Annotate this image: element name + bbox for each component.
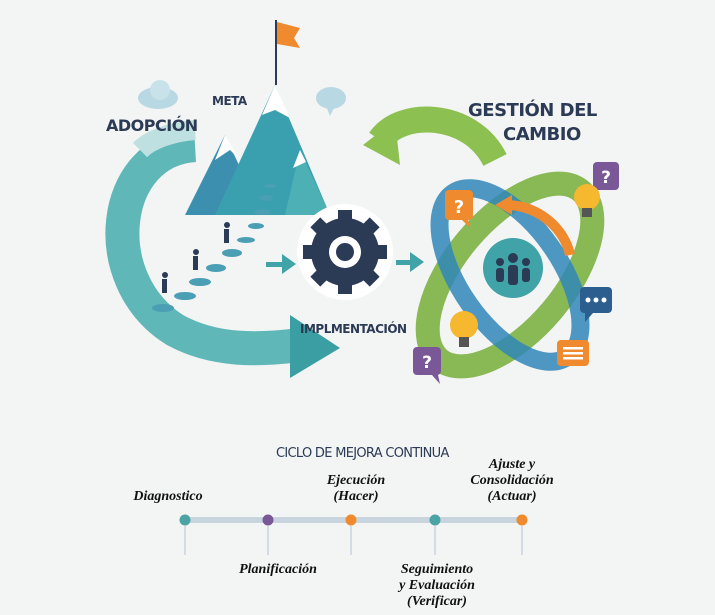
timeline-step-line: Ejecución	[326, 473, 386, 488]
timeline-step-line: Diagnostico	[133, 489, 203, 504]
timeline-step-line: Consolidación	[470, 473, 554, 488]
cloud-icon	[138, 80, 178, 109]
svg-text:?: ?	[601, 168, 611, 188]
chat-cloud-icon	[316, 87, 346, 116]
timeline-step-label: Planificación	[239, 562, 317, 578]
timeline-step-line: y Evaluación	[399, 578, 475, 593]
message-icon	[557, 340, 589, 366]
timeline-dot	[429, 514, 441, 526]
timeline-step-line: (Actuar)	[487, 489, 537, 504]
lightbulb-icon	[574, 184, 600, 217]
people-icon	[496, 253, 530, 285]
arrow-right-icon	[396, 252, 424, 272]
stepping-stones	[152, 184, 276, 312]
timeline-step-line: (Verificar)	[407, 594, 467, 609]
timeline-step-line: Planificación	[239, 562, 317, 577]
timeline-dot	[516, 514, 528, 526]
question-bubble-icon: ?	[445, 190, 473, 228]
mountain-icon	[185, 85, 330, 215]
question-bubble-icon: ?	[593, 162, 619, 190]
implementacion-label: IMPLMENTACIÓN	[300, 322, 407, 336]
meta-label: META	[212, 94, 247, 108]
svg-text:?: ?	[454, 197, 464, 218]
gestion-label-line1: GESTIÓN DEL	[468, 100, 597, 121]
gestion-label-line2: CAMBIO	[503, 124, 581, 145]
timeline-step-line: (Hacer)	[333, 489, 379, 504]
timeline-step-label: Ejecución(Hacer)	[327, 473, 385, 505]
climber-icon	[162, 222, 230, 293]
timeline-dot	[345, 514, 357, 526]
timeline-dot	[262, 514, 274, 526]
timeline-step-label: Diagnostico	[133, 489, 202, 505]
timeline-title: CICLO DE MEJORA CONTINUA	[276, 446, 449, 461]
chat-bubble-icon	[580, 287, 612, 322]
timeline-dot	[179, 514, 191, 526]
question-bubble-icon: ?	[413, 347, 441, 384]
flag-icon	[275, 20, 300, 85]
timeline-step-line: Ajuste y	[488, 457, 536, 472]
gear-icon	[297, 204, 393, 300]
svg-text:?: ?	[422, 353, 432, 373]
timeline-step-line: Seguimiento	[400, 562, 474, 577]
arrow-right-icon	[266, 254, 296, 274]
adoption-arrow-icon	[105, 120, 340, 378]
lightbulb-icon	[450, 311, 478, 347]
adopcion-label: ADOPCIÓN	[106, 116, 198, 135]
